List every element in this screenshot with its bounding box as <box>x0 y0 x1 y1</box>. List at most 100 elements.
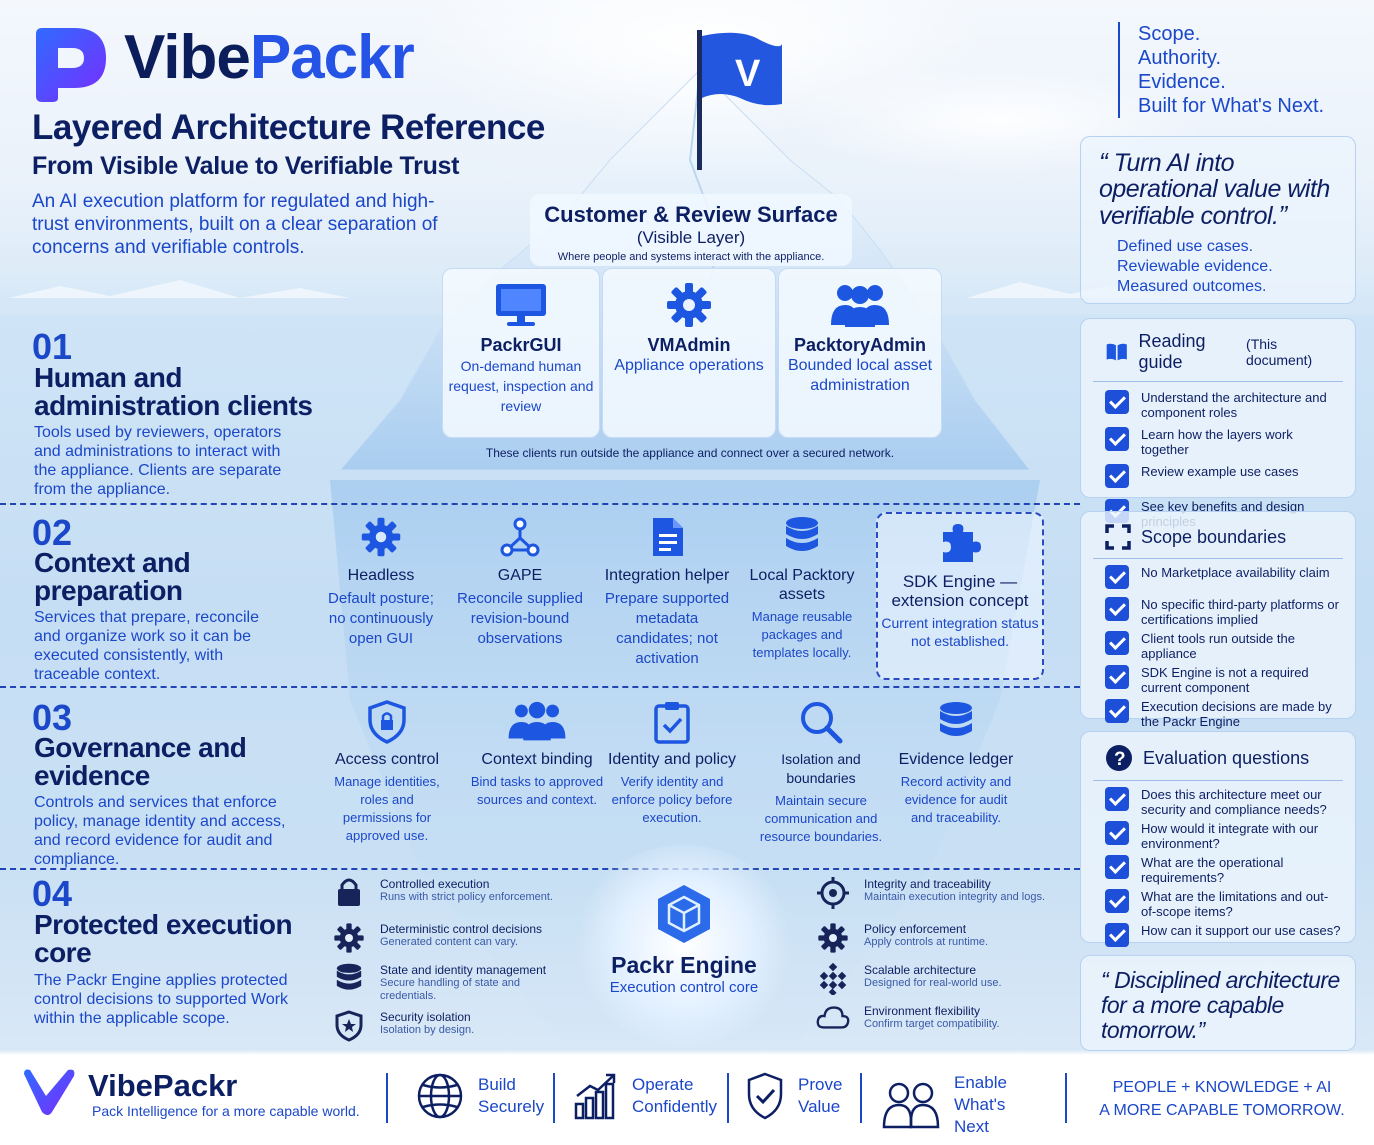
footer-item-enable[interactable]: Enable What's Next <box>882 1072 1034 1138</box>
checkbox-icon <box>1105 923 1129 947</box>
grid-icon <box>816 963 850 997</box>
surface-note: These clients run outside the appliance … <box>485 446 895 460</box>
service-title: Evidence ledger <box>898 751 1014 768</box>
service-title: Identity and policy <box>607 751 737 768</box>
service-desc: Manage reusable packages and templates l… <box>751 609 853 660</box>
footer-divider <box>727 1073 729 1123</box>
card-packtoryadmin[interactable]: PacktoryAdmin Bounded local asset admini… <box>778 268 942 438</box>
footer-divider <box>1065 1073 1067 1123</box>
page-title: Layered Architecture Reference <box>32 108 545 147</box>
service-integration-helper[interactable]: Integration helper Prepare supported met… <box>596 516 738 669</box>
quote-text: “ Turn AI into operational value with ve… <box>1099 147 1330 230</box>
service-title: Context binding <box>481 751 593 768</box>
globe-icon <box>417 1073 463 1119</box>
layer-desc-03: Controls and services that enforce polic… <box>34 794 286 868</box>
service-title: Isolation and boundaries <box>781 751 861 786</box>
reading-guide-header: Reading guide(This document) <box>1093 319 1343 382</box>
vibepackr-v-logo-icon <box>24 1069 75 1115</box>
checkbox-icon <box>1105 889 1129 913</box>
svg-text:?: ? <box>1114 749 1126 770</box>
cloud-icon <box>816 1004 850 1038</box>
checklist-item: No Marketplace availability claim <box>1105 565 1343 593</box>
checklist-item: Learn how the layers work together <box>1105 427 1343 457</box>
layer-title-04: Protected execution core <box>34 909 293 968</box>
cube-icon <box>658 885 710 943</box>
service-access-control[interactable]: Access control Manage identities, roles … <box>326 700 448 845</box>
card-vmadmin[interactable]: VMAdmin Appliance operations <box>602 268 776 438</box>
service-gape[interactable]: GAPE Reconcile supplied revision-bound o… <box>452 516 588 649</box>
evaluation-header: ? Evaluation questions <box>1093 732 1343 781</box>
footer-slogan: Pack Intelligence for a more capable wor… <box>92 1103 360 1119</box>
gear-icon <box>603 281 775 329</box>
packr-engine-core[interactable]: Packr Engine Execution control core <box>574 845 794 1045</box>
surface-caption: Where people and systems interact with t… <box>557 251 825 263</box>
footer-item-label: Build Securely <box>478 1075 545 1116</box>
service-evidence-ledger[interactable]: Evidence ledger Record activity and evid… <box>896 700 1016 827</box>
service-title: GAPE <box>497 567 543 584</box>
quote-lines: Defined use cases.Reviewable evidence.Me… <box>1117 238 1273 295</box>
reading-guide-list: Understand the architecture and componen… <box>1081 382 1355 529</box>
service-desc: Default posture; no continuously open GU… <box>328 590 434 647</box>
scope-header: Scope boundaries <box>1093 512 1343 559</box>
checklist-item: Does this architecture meet our security… <box>1105 787 1343 817</box>
service-title: Integration helper <box>604 567 730 584</box>
quote-panel-top: “ Turn AI into operational value with ve… <box>1080 136 1356 304</box>
service-desc: Bind tasks to approved sources and conte… <box>470 774 604 807</box>
checkbox-icon <box>1105 699 1129 723</box>
checkbox-icon <box>1105 390 1129 414</box>
checkbox-icon <box>1105 821 1129 845</box>
layer-divider <box>0 503 1080 505</box>
footer-motto: PEOPLE + KNOWLEDGE + AI A MORE CAPABLE T… <box>1099 1079 1345 1119</box>
layer-number-03: 03 <box>32 697 73 738</box>
users-icon <box>779 281 941 329</box>
service-desc: Maintain secure communication and resour… <box>759 793 883 844</box>
service-isolation-and-boundaries[interactable]: Isolation and boundaries Maintain secure… <box>750 700 892 846</box>
shield-star-icon <box>332 1010 366 1044</box>
card-desc: Appliance operations <box>614 357 764 374</box>
service-title: Access control <box>334 751 440 768</box>
database-icon <box>896 700 1016 742</box>
card-title: VMAdmin <box>647 335 731 355</box>
footer-item-operate[interactable]: Operate Confidently <box>574 1072 717 1120</box>
gear-icon <box>816 922 850 956</box>
service-local-packtory-assets[interactable]: Local Packtory assets Manage reusable pa… <box>746 516 858 662</box>
checkbox-icon <box>1105 665 1129 689</box>
card-packrgui[interactable]: PackrGUI On-demand human request, inspec… <box>442 268 600 438</box>
quote-text: “ Disciplined architecture for a more ca… <box>1101 967 1340 1043</box>
footer-divider <box>386 1073 388 1123</box>
footer-item-build[interactable]: Build Securely <box>416 1072 545 1120</box>
checklist-item: Execution decisions are made by the Pack… <box>1105 699 1343 729</box>
puzzle-icon <box>878 522 1042 564</box>
layer-number-02: 02 <box>32 512 73 553</box>
layer-divider <box>0 868 1080 870</box>
footer-divider <box>553 1073 555 1123</box>
layer-title-02: Context and preparation <box>34 547 191 606</box>
shield-check-icon <box>747 1072 783 1120</box>
page-subtitle: From Visible Value to Verifiable Trust <box>32 152 460 180</box>
book-icon <box>1106 343 1127 361</box>
service-sdk-engine[interactable]: SDK Engine — extension concept Current i… <box>876 512 1044 680</box>
lock-icon <box>332 877 366 911</box>
checklist-item: How can it support our use cases? <box>1105 923 1343 951</box>
service-desc: Current integration status not establish… <box>881 615 1039 649</box>
checkbox-icon <box>1105 427 1129 451</box>
footer-item-prove[interactable]: Prove Value <box>746 1072 848 1120</box>
service-desc: Reconcile supplied revision-bound observ… <box>457 590 583 647</box>
document-icon <box>596 516 738 558</box>
vibepackr-logo-icon <box>36 28 106 102</box>
checkbox-icon <box>1105 464 1129 488</box>
service-context-binding[interactable]: Context binding Bind tasks to approved s… <box>470 700 604 809</box>
checkbox-icon <box>1105 597 1129 621</box>
people-icon <box>882 1082 940 1129</box>
tagline: Scope.Authority.Evidence.Built for What'… <box>1118 22 1324 118</box>
service-headless[interactable]: Headless Default posture; no continuousl… <box>322 516 440 649</box>
checkbox-icon <box>1105 565 1129 589</box>
intro-text: An AI execution platform for regulated a… <box>32 191 438 258</box>
service-identity-and-policy[interactable]: Identity and policy Verify identity and … <box>606 700 738 827</box>
